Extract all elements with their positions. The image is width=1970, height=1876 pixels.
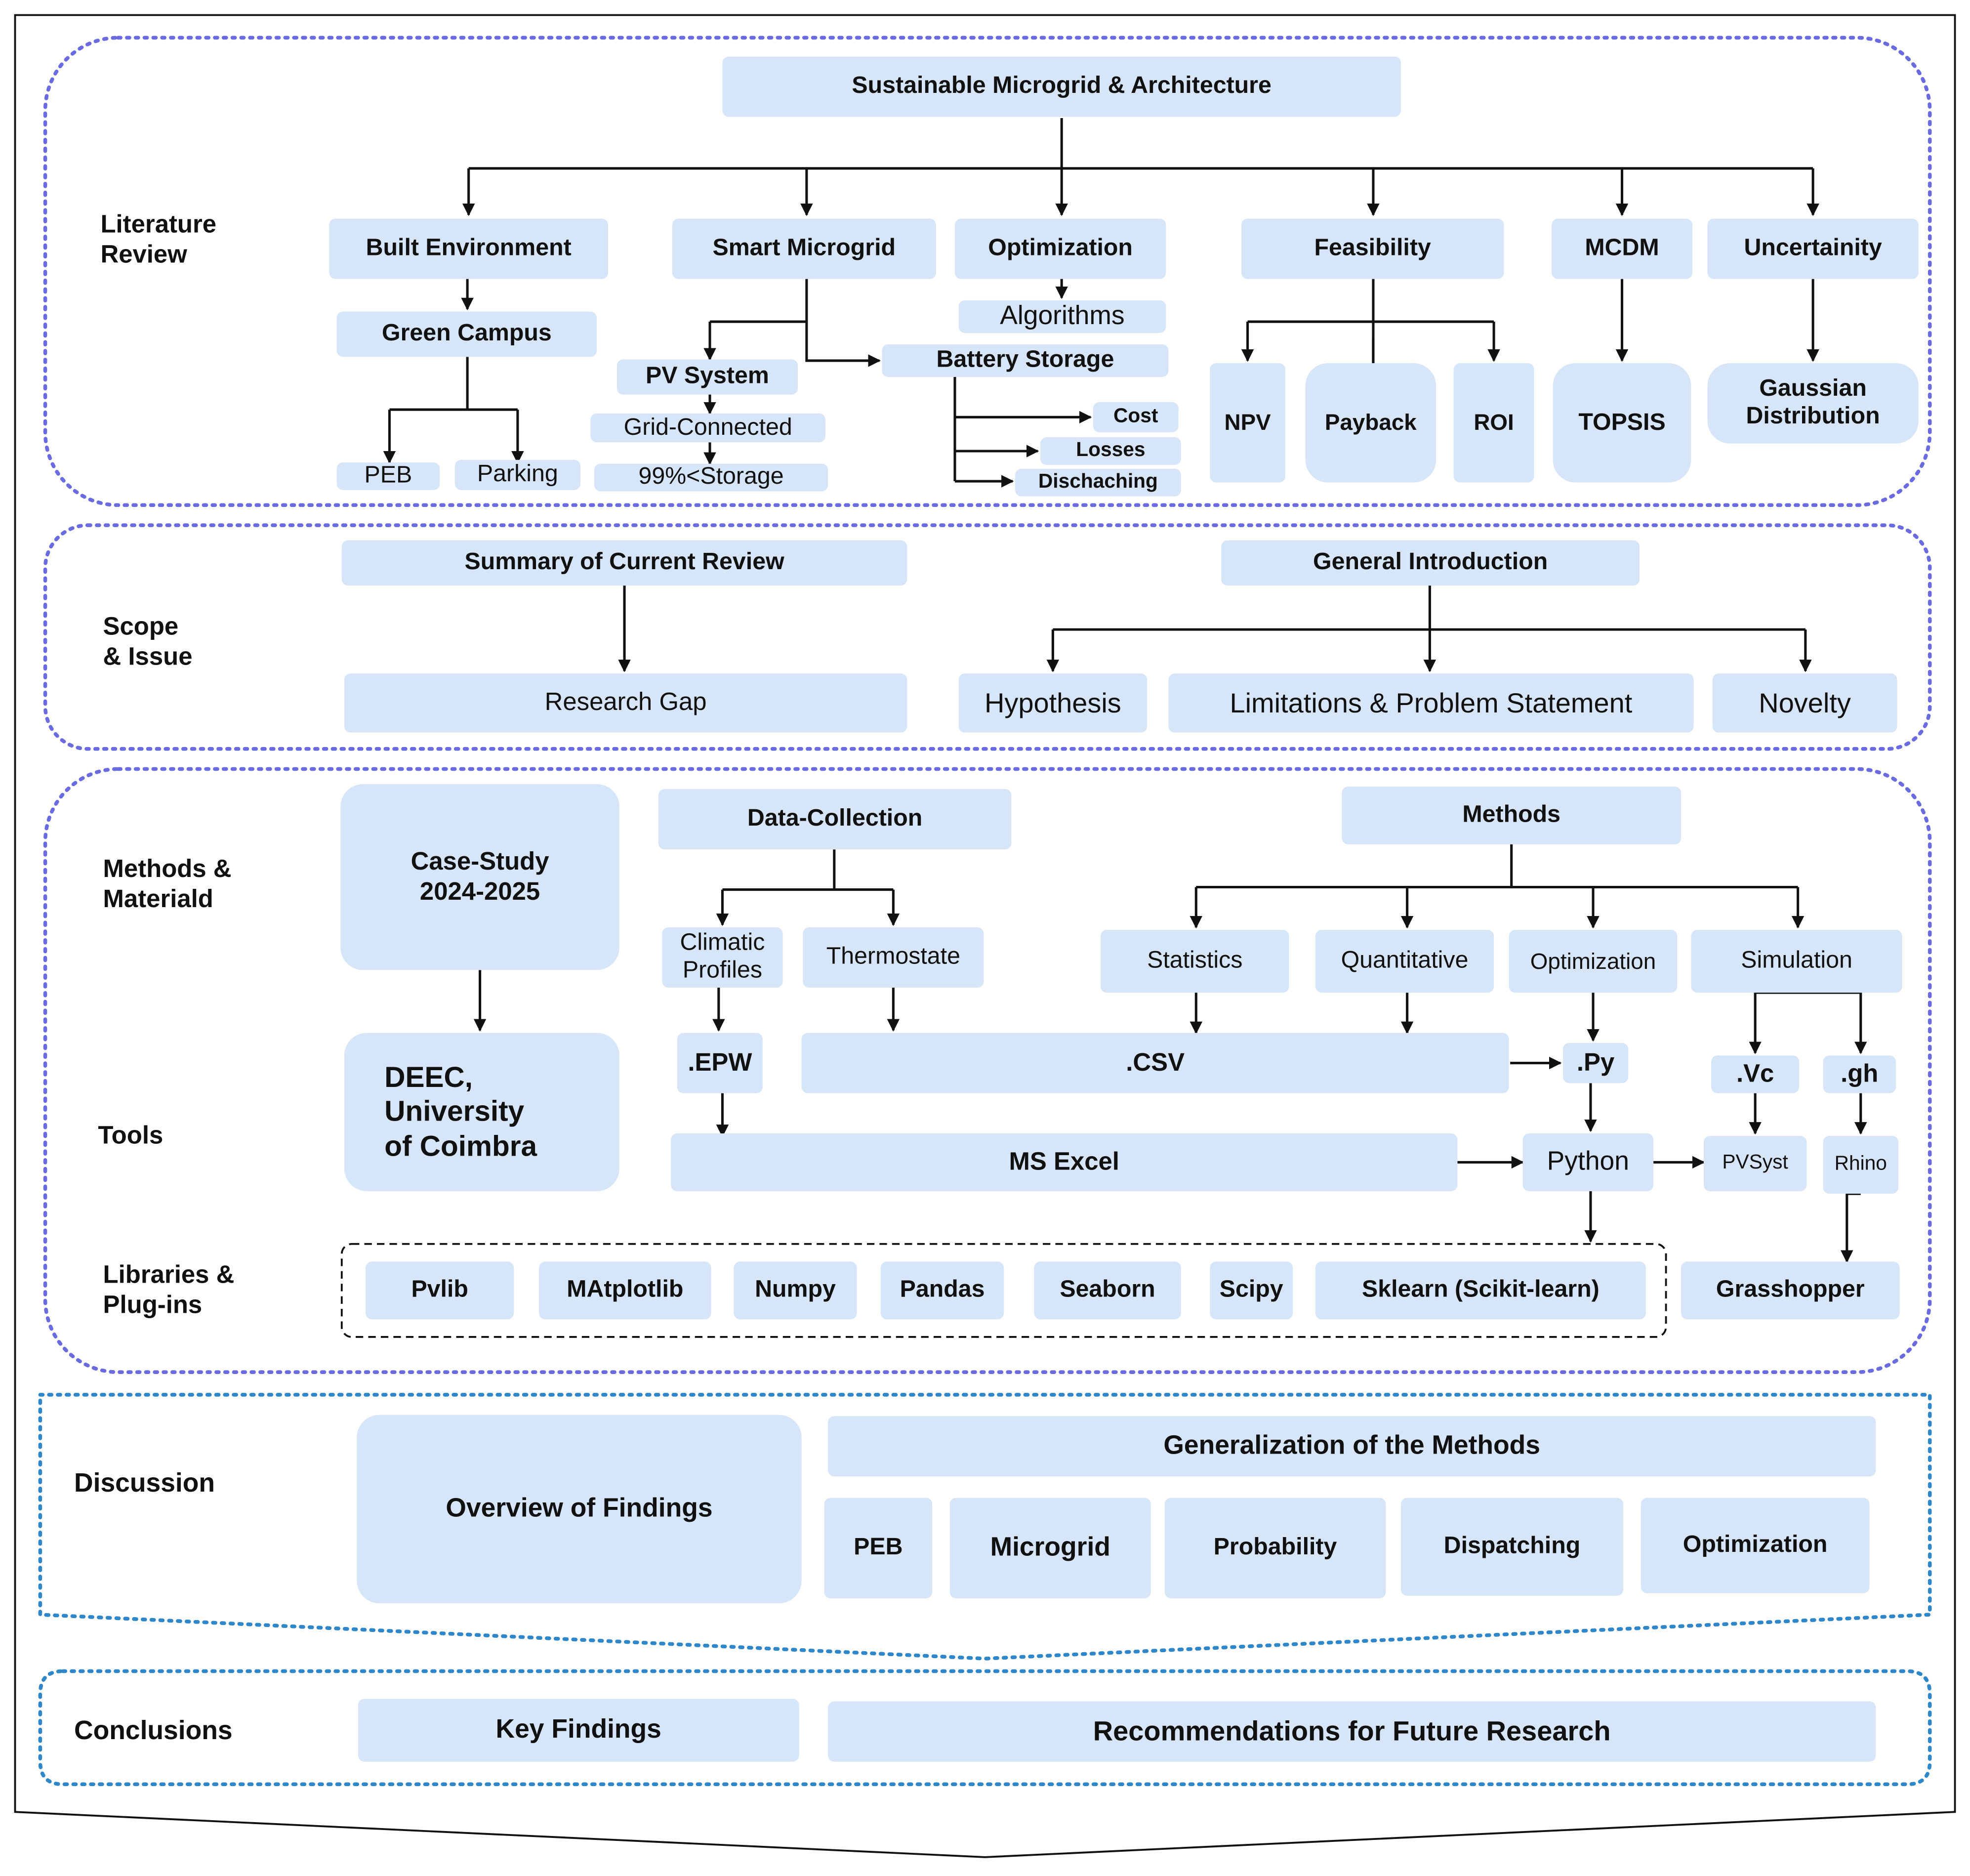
node-smart-microgrid: Smart Microgrid xyxy=(672,218,936,279)
node-discussion-probability: Probability xyxy=(1164,1498,1386,1598)
section-conclusions-border xyxy=(38,1669,1932,1787)
node-sustainable-microgrid-architecture: Sustainable Microgrid & Architecture xyxy=(722,56,1401,117)
node-climatic-profiles: Climatic Profiles xyxy=(662,927,783,988)
outer-frame xyxy=(14,14,1956,1858)
node-csv-file: .CSV xyxy=(801,1033,1509,1093)
library-scipy: Scipy xyxy=(1210,1261,1293,1320)
node-losses: Losses xyxy=(1040,437,1181,465)
node-storage-99: 99%<Storage xyxy=(594,463,828,492)
library-pvlib: Pvlib xyxy=(366,1261,514,1320)
node-overview-of-findings: Overview of Findings xyxy=(357,1415,802,1604)
node-generalization-of-methods: Generalization of the Methods xyxy=(828,1416,1876,1477)
section-label-literature-review: Literature Review xyxy=(100,211,217,269)
section-scope-border xyxy=(43,523,1932,751)
node-quantitative: Quantitative xyxy=(1315,929,1494,993)
libraries-group-border xyxy=(340,1243,1667,1338)
node-gaussian-distribution: Gaussian Distribution xyxy=(1707,363,1919,444)
node-discussion-peb: PEB xyxy=(824,1498,933,1598)
node-case-study: Case-Study 2024-2025 xyxy=(340,784,619,970)
section-discussion-border xyxy=(38,1393,1932,1661)
node-optimization-method: Optimization xyxy=(1509,929,1678,993)
node-green-campus: Green Campus xyxy=(336,311,597,357)
node-uncertainity: Uncertainity xyxy=(1707,218,1919,279)
node-discussion-dispatching: Dispatching xyxy=(1400,1498,1624,1596)
section-label-methods-materials: Methods & Materiald xyxy=(103,855,232,914)
library-pandas: Pandas xyxy=(880,1261,1004,1320)
node-novelty: Novelty xyxy=(1712,673,1897,733)
node-py-file: .Py xyxy=(1562,1042,1629,1084)
node-python: Python xyxy=(1522,1133,1654,1191)
node-gh-file: .gh xyxy=(1823,1055,1896,1093)
section-label-libraries-plugins: Libraries & Plug-ins xyxy=(103,1261,235,1320)
node-npv: NPV xyxy=(1210,363,1285,483)
node-statistics: Statistics xyxy=(1101,929,1289,993)
library-numpy: Numpy xyxy=(734,1261,857,1320)
node-deec-university-coimbra: DEEC, University of Coimbra xyxy=(344,1033,619,1191)
node-payback: Payback xyxy=(1305,363,1436,483)
library-matplotlib: MAtplotlib xyxy=(539,1261,711,1320)
library-seaborn: Seaborn xyxy=(1034,1261,1181,1320)
node-limitations-problem-statement: Limitations & Problem Statement xyxy=(1168,673,1694,733)
node-grid-connected: Grid-Connected xyxy=(590,413,826,443)
node-vc-file: .Vc xyxy=(1711,1055,1800,1093)
node-ms-excel: MS Excel xyxy=(671,1133,1458,1191)
section-label-tools: Tools xyxy=(98,1122,164,1150)
node-data-collection: Data-Collection xyxy=(658,789,1012,850)
node-feasibility: Feasibility xyxy=(1241,218,1504,279)
node-key-findings: Key Findings xyxy=(358,1699,799,1762)
node-topsis: TOPSIS xyxy=(1553,363,1691,483)
node-roi: ROI xyxy=(1453,363,1534,483)
node-pvsyst: PVSyst xyxy=(1703,1136,1807,1191)
section-methods-border xyxy=(43,767,1932,1374)
node-discussion-optimization: Optimization xyxy=(1641,1498,1870,1593)
node-rhino: Rhino xyxy=(1823,1136,1899,1194)
node-summary-current-review: Summary of Current Review xyxy=(341,540,907,586)
section-label-discussion: Discussion xyxy=(74,1469,215,1498)
node-recommendations-future-research: Recommendations for Future Research xyxy=(828,1701,1876,1762)
node-cost: Cost xyxy=(1093,402,1179,432)
section-label-conclusions: Conclusions xyxy=(74,1716,233,1746)
node-parking: Parking xyxy=(454,459,581,490)
node-battery-storage: Battery Storage xyxy=(882,344,1169,377)
node-epw-file: .EPW xyxy=(677,1033,763,1093)
node-hypothesis: Hypothesis xyxy=(958,673,1148,733)
library-sklearn: Sklearn (Scikit-learn) xyxy=(1315,1261,1646,1320)
node-simulation: Simulation xyxy=(1691,929,1902,993)
node-dischaching: Dischaching xyxy=(1015,468,1181,497)
node-discussion-microgrid: Microgrid xyxy=(949,1498,1151,1598)
node-peb: PEB xyxy=(336,462,440,490)
node-optimization: Optimization xyxy=(954,218,1166,279)
node-built-environment: Built Environment xyxy=(329,218,609,279)
section-literature-border xyxy=(43,36,1932,507)
node-pv-system: PV System xyxy=(616,359,798,395)
node-methods: Methods xyxy=(1342,787,1682,845)
plugin-grasshopper: Grasshopper xyxy=(1681,1261,1900,1320)
node-mcdm: MCDM xyxy=(1552,218,1692,279)
node-general-introduction: General Introduction xyxy=(1221,540,1640,586)
node-thermostate: Thermostate xyxy=(803,927,984,988)
section-label-scope-issue: Scope & Issue xyxy=(103,613,193,671)
node-research-gap: Research Gap xyxy=(344,673,907,733)
node-algorithms: Algorithms xyxy=(958,300,1166,333)
